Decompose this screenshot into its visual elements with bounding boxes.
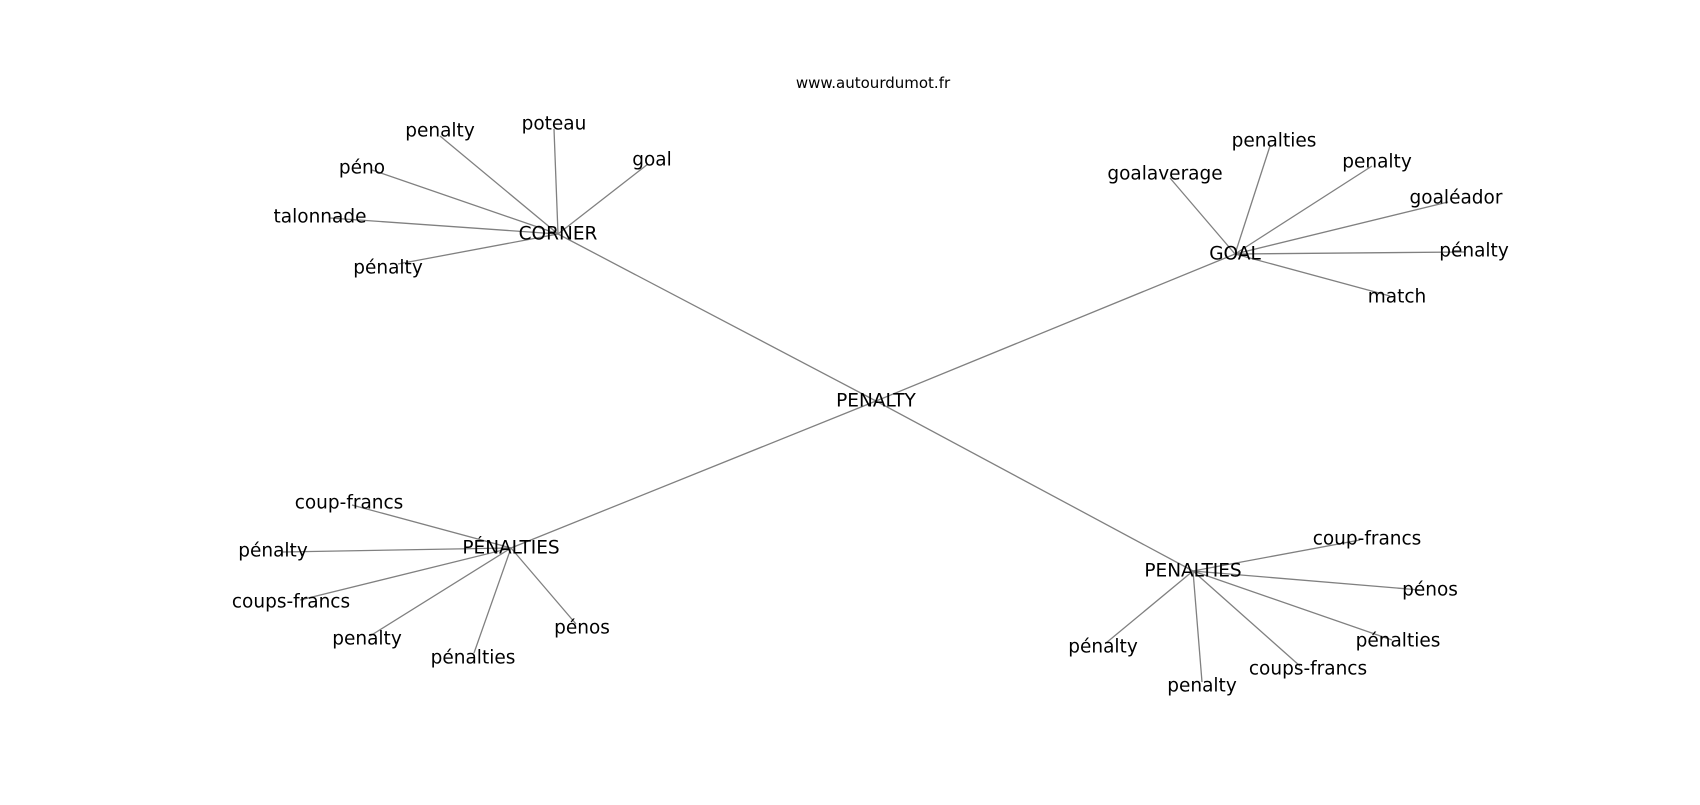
leaf-node: péno [339, 158, 385, 179]
leaf-node: pénos [554, 618, 610, 639]
edge-center-goal [875, 253, 1236, 402]
edge-corner-leaf [557, 163, 649, 235]
leaf-node: pénalty [238, 541, 308, 562]
edge-goal-leaf [1234, 253, 1391, 297]
leaf-node: penalty [1167, 676, 1237, 697]
leaf-node: goalaverage [1107, 164, 1222, 185]
edge-goal-leaf [1234, 201, 1449, 255]
edge-penalties-leaf [1105, 570, 1194, 644]
edge-penalties-leaf [1192, 570, 1421, 591]
leaf-node: pénalties [431, 648, 516, 669]
edge-goal-leaf [1169, 177, 1236, 255]
edge-penalties-leaf [1192, 570, 1301, 667]
leaf-node: penalty [1342, 152, 1412, 173]
leaf-node: penalties [1232, 131, 1317, 152]
leaf-node: pénos [1402, 580, 1458, 601]
edge-penalties-leaf [1192, 570, 1203, 683]
node-labels: PENALTY CORNER penalty poteau goal péno talonn… [232, 114, 1509, 697]
leaf-node: penalty [332, 629, 402, 650]
leaf-node: pénalty [1439, 241, 1509, 262]
cluster-node-penalties: PENALTIES [1144, 561, 1241, 582]
edge-penalties-accent-leaf [281, 547, 512, 553]
edge-corner-leaf [553, 128, 559, 235]
edge-penalties-accent-leaf [299, 547, 512, 601]
edge-center-penalties-accent [510, 400, 877, 549]
leaf-node: coups-francs [1249, 659, 1367, 680]
edge-penalties-accent-leaf [351, 504, 512, 549]
edge-goal-leaf [1234, 251, 1465, 255]
edge-goal-leaf [1234, 165, 1373, 255]
edge-center-penalties [875, 400, 1194, 572]
center-node: PENALTY [836, 391, 916, 412]
edge-corner-leaf [397, 233, 559, 265]
edge-penalties-accent-leaf [510, 547, 577, 625]
edge-penalties-accent-leaf [369, 547, 512, 637]
leaf-node: coup-francs [295, 493, 404, 514]
edge-penalties-leaf [1192, 570, 1393, 641]
leaf-node: coup-francs [1313, 529, 1422, 550]
edge-corner-leaf [439, 135, 559, 235]
leaf-node: goaléador [1410, 188, 1503, 209]
leaf-node: poteau [522, 114, 587, 135]
cluster-node-goal: GOAL [1209, 244, 1261, 265]
edges [281, 128, 1465, 683]
cluster-node-penalties-accent: PÉNALTIES [462, 537, 559, 559]
leaf-node: pénalty [1068, 637, 1138, 658]
leaf-node: goal [632, 150, 672, 171]
leaf-node: pénalties [1356, 631, 1441, 652]
edge-goal-leaf [1234, 145, 1271, 255]
leaf-node: pénalty [353, 258, 423, 279]
edge-corner-leaf [329, 217, 559, 235]
leaf-node: match [1368, 287, 1427, 308]
leaf-node: penalty [405, 121, 475, 142]
leaf-node: coups-francs [232, 592, 350, 613]
edge-corner-leaf [371, 169, 559, 235]
edge-center-corner [557, 233, 877, 402]
edge-penalties-accent-leaf [473, 547, 512, 654]
cluster-node-corner: CORNER [519, 224, 598, 245]
edge-penalties-leaf [1192, 539, 1361, 572]
leaf-node: talonnade [274, 207, 367, 228]
site-header: www.autourdumot.fr [796, 74, 951, 92]
